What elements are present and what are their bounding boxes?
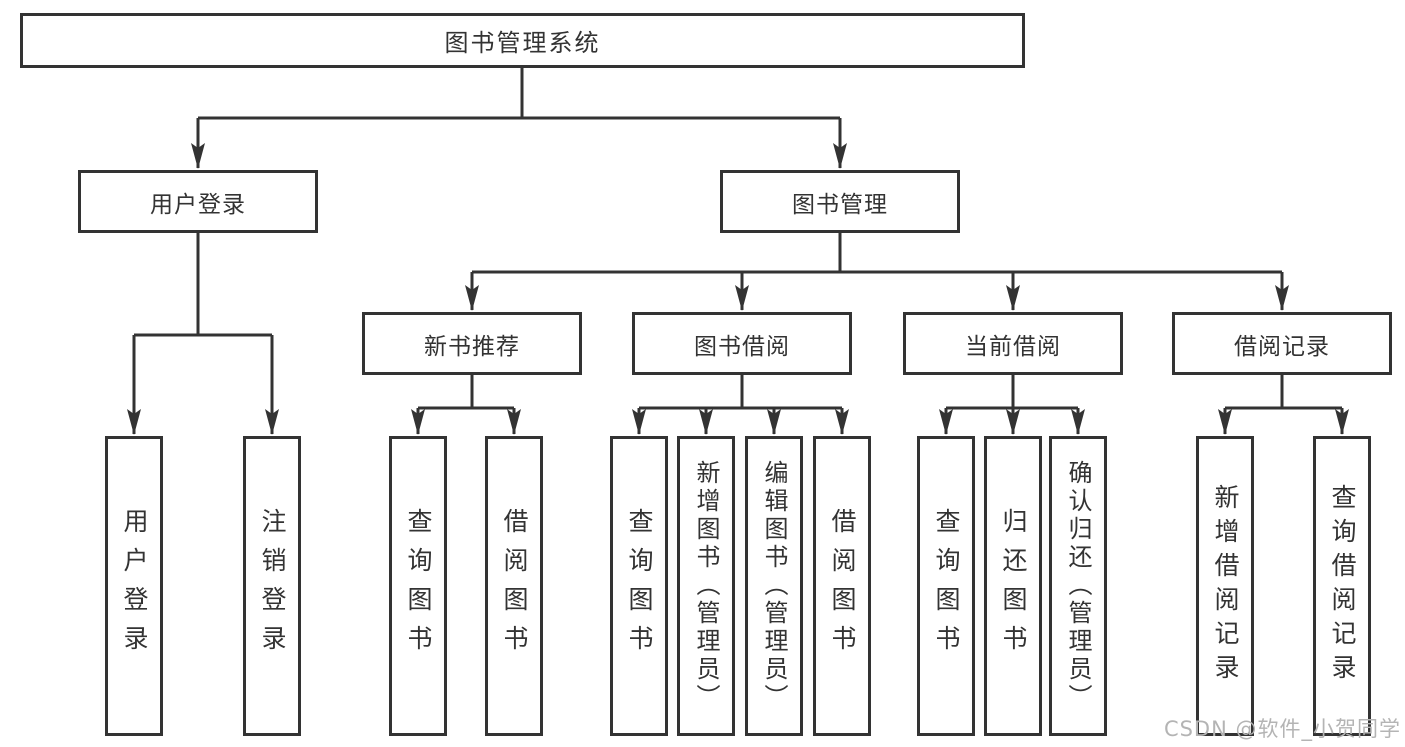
leaf-borrow-books-2: 借阅图书 (813, 436, 871, 736)
leaf-add-books-admin: 新增图书（管理员） (677, 436, 735, 736)
leaf-logout-label: 注销登录 (258, 508, 287, 664)
leaf-query-books-1: 查询图书 (389, 436, 447, 736)
leaf-user-login-label: 用户登录 (120, 508, 149, 664)
node-book-management: 图书管理 (720, 170, 960, 233)
leaf-query-borrow-record: 查询借阅记录 (1313, 436, 1371, 736)
leaf-query-books-3-label: 查询图书 (932, 508, 961, 664)
leaf-return-books: 归还图书 (984, 436, 1042, 736)
leaf-add-borrow-record-label: 新增借阅记录 (1211, 484, 1240, 688)
leaf-borrow-books-1-label: 借阅图书 (500, 508, 529, 664)
leaf-query-books-3: 查询图书 (917, 436, 975, 736)
leaf-add-borrow-record: 新增借阅记录 (1196, 436, 1254, 736)
node-user-login-label: 用户登录 (150, 191, 246, 218)
leaf-borrow-books-2-label: 借阅图书 (828, 508, 857, 664)
leaf-logout: 注销登录 (243, 436, 301, 736)
node-borrowing-records-label: 借阅记录 (1234, 333, 1330, 360)
leaf-query-books-2: 查询图书 (610, 436, 668, 736)
leaf-confirm-return-admin-label: 确认归还（管理员） (1064, 460, 1092, 712)
leaf-query-books-1-label: 查询图书 (404, 508, 433, 664)
leaf-edit-books-admin-label: 编辑图书（管理员） (760, 460, 788, 712)
leaf-add-books-admin-label: 新增图书（管理员） (692, 460, 720, 712)
leaf-query-books-2-label: 查询图书 (625, 508, 654, 664)
leaf-edit-books-admin: 编辑图书（管理员） (745, 436, 803, 736)
leaf-borrow-books-1: 借阅图书 (485, 436, 543, 736)
leaf-user-login: 用户登录 (105, 436, 163, 736)
node-new-book-recommendation-label: 新书推荐 (424, 333, 520, 360)
node-book-borrowing: 图书借阅 (632, 312, 852, 375)
node-book-borrowing-label: 图书借阅 (694, 333, 790, 360)
leaf-confirm-return-admin: 确认归还（管理员） (1049, 436, 1107, 736)
node-current-borrowing: 当前借阅 (903, 312, 1123, 375)
node-root-label: 图书管理系统 (444, 29, 601, 57)
node-book-management-label: 图书管理 (792, 191, 888, 218)
node-new-book-recommendation: 新书推荐 (362, 312, 582, 375)
node-current-borrowing-label: 当前借阅 (965, 333, 1061, 360)
node-root: 图书管理系统 (20, 13, 1025, 68)
leaf-query-borrow-record-label: 查询借阅记录 (1328, 484, 1357, 688)
node-borrowing-records: 借阅记录 (1172, 312, 1392, 375)
watermark: CSDN @软件_小贺同学 (1163, 717, 1401, 741)
leaf-return-books-label: 归还图书 (999, 508, 1028, 664)
node-user-login: 用户登录 (78, 170, 318, 233)
